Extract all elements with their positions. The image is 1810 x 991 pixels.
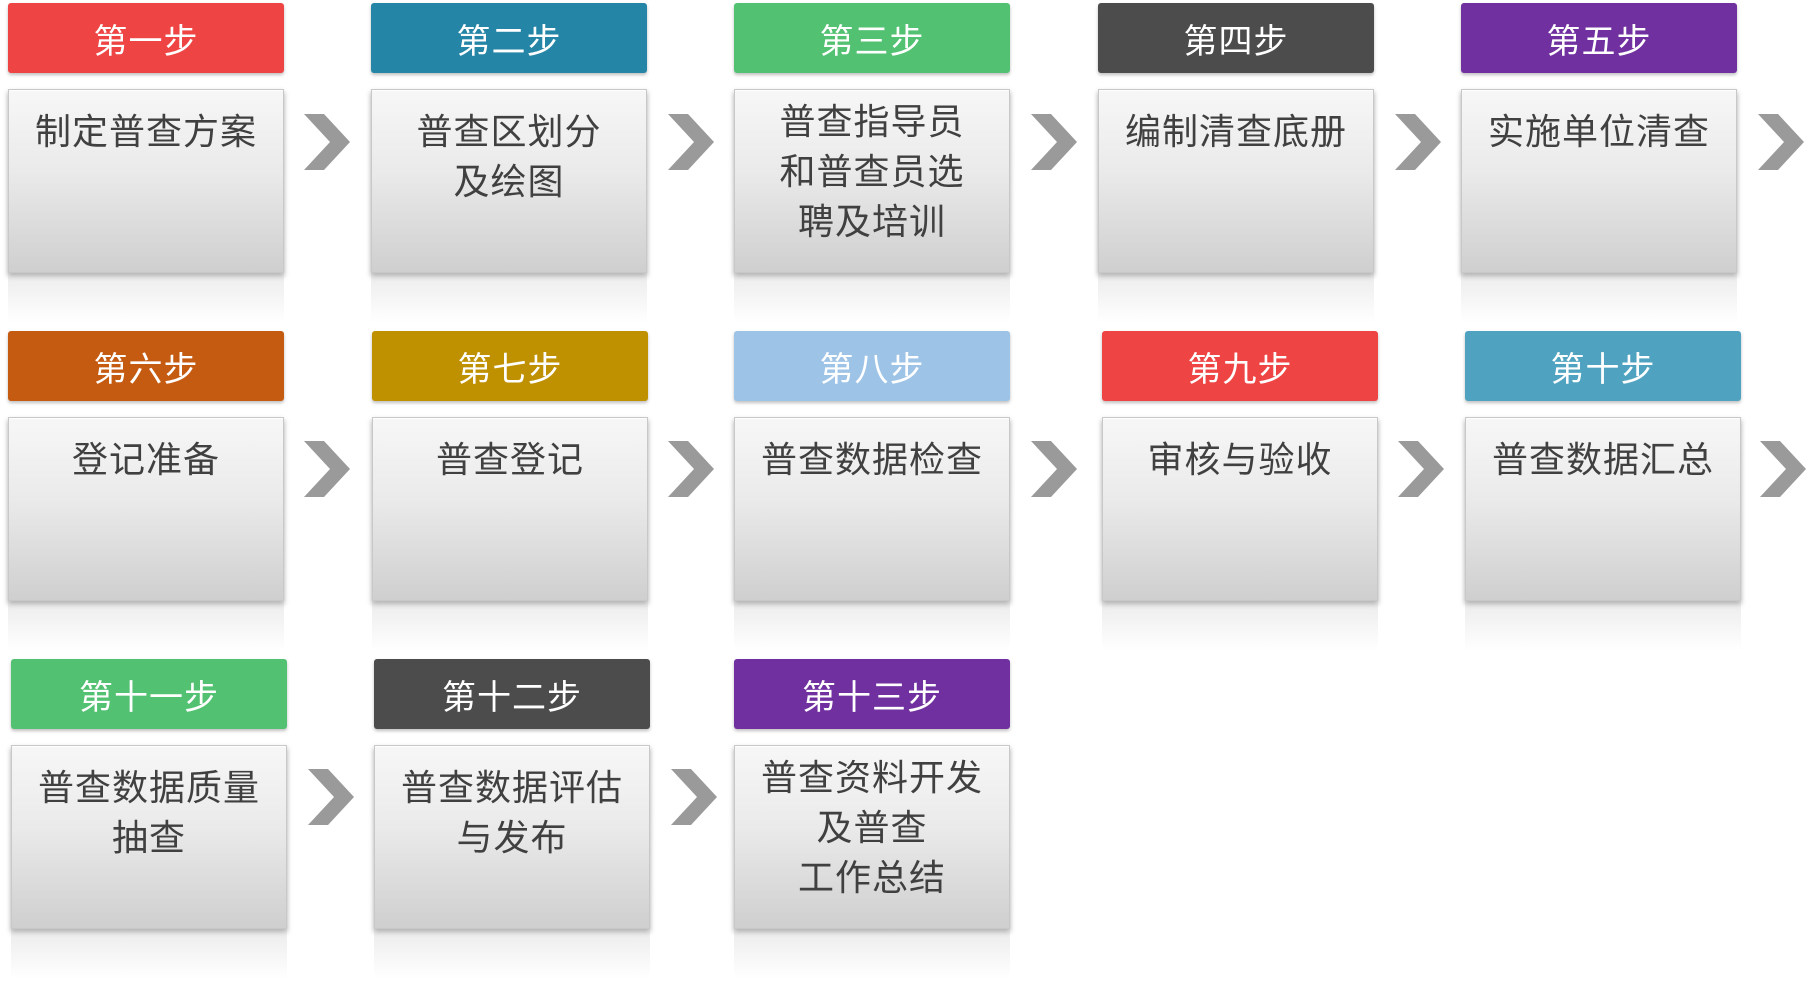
chevron-right-icon (1396, 441, 1446, 497)
step-4: 第四步 编制清查底册 (1098, 3, 1374, 323)
chevron-right-icon (302, 441, 352, 497)
step-7-reflection (372, 601, 648, 651)
step-5-reflection (1461, 273, 1737, 323)
step-8-reflection (734, 601, 1010, 651)
step-2-header: 第二步 (371, 3, 647, 73)
step-5: 第五步 实施单位清查 (1461, 3, 1737, 323)
step-3-reflection (734, 273, 1010, 323)
step-1-reflection (8, 273, 284, 323)
step-3: 第三步 普查指导员 和普查员选 聘及培训 (734, 3, 1010, 323)
step-2-reflection (371, 273, 647, 323)
step-2-body: 普查区划分 及绘图 (371, 89, 647, 273)
step-6: 第六步 登记准备 (8, 331, 284, 651)
chevron-right-icon (1393, 114, 1443, 170)
step-10-body: 普查数据汇总 (1465, 417, 1741, 601)
step-10-header: 第十步 (1465, 331, 1741, 401)
step-1-body: 制定普查方案 (8, 89, 284, 273)
step-7-body: 普查登记 (372, 417, 648, 601)
step-12-header: 第十二步 (374, 659, 650, 729)
step-11-body: 普查数据质量 抽查 (11, 745, 287, 929)
step-11-reflection (11, 929, 287, 979)
step-6-reflection (8, 601, 284, 651)
step-13-header: 第十三步 (734, 659, 1010, 729)
step-10-reflection (1465, 601, 1741, 651)
step-9-reflection (1102, 601, 1378, 651)
step-1-header: 第一步 (8, 3, 284, 73)
step-12-reflection (374, 929, 650, 979)
chevron-right-icon (1029, 441, 1079, 497)
step-11-header: 第十一步 (11, 659, 287, 729)
chevron-right-icon (666, 114, 716, 170)
step-6-header: 第六步 (8, 331, 284, 401)
step-12-body: 普查数据评估 与发布 (374, 745, 650, 929)
step-13-reflection (734, 929, 1010, 979)
step-9: 第九步 审核与验收 (1102, 331, 1378, 651)
step-7-header: 第七步 (372, 331, 648, 401)
step-9-header: 第九步 (1102, 331, 1378, 401)
step-13: 第十三步 普查资料开发 及普查 工作总结 (734, 659, 1010, 979)
step-2: 第二步 普查区划分 及绘图 (371, 3, 647, 323)
step-4-body: 编制清查底册 (1098, 89, 1374, 273)
step-7: 第七步 普查登记 (372, 331, 648, 651)
step-5-header: 第五步 (1461, 3, 1737, 73)
chevron-right-icon (1758, 441, 1808, 497)
step-6-body: 登记准备 (8, 417, 284, 601)
chevron-right-icon (306, 769, 356, 825)
step-10: 第十步 普查数据汇总 (1465, 331, 1741, 651)
step-11: 第十一步 普查数据质量 抽查 (11, 659, 287, 979)
step-8: 第八步 普查数据检查 (734, 331, 1010, 651)
step-8-body: 普查数据检查 (734, 417, 1010, 601)
step-1: 第一步 制定普查方案 (8, 3, 284, 323)
step-3-header: 第三步 (734, 3, 1010, 73)
chevron-right-icon (302, 114, 352, 170)
step-4-reflection (1098, 273, 1374, 323)
step-12: 第十二步 普查数据评估 与发布 (374, 659, 650, 979)
step-8-header: 第八步 (734, 331, 1010, 401)
step-9-body: 审核与验收 (1102, 417, 1378, 601)
chevron-right-icon (669, 769, 719, 825)
step-13-body: 普查资料开发 及普查 工作总结 (734, 745, 1010, 929)
step-3-body: 普查指导员 和普查员选 聘及培训 (734, 89, 1010, 273)
chevron-right-icon (666, 441, 716, 497)
chevron-right-icon (1756, 114, 1806, 170)
step-4-header: 第四步 (1098, 3, 1374, 73)
step-5-body: 实施单位清查 (1461, 89, 1737, 273)
chevron-right-icon (1029, 114, 1079, 170)
